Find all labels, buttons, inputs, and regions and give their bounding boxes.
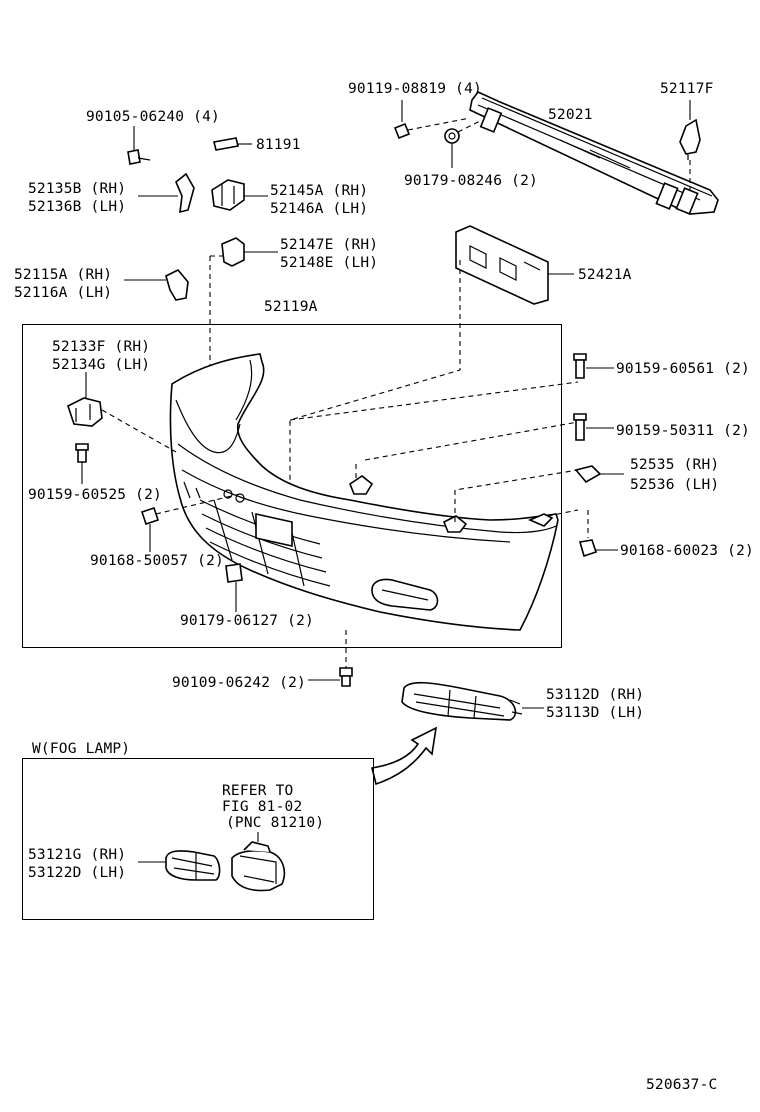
nut-90179-08246	[444, 119, 483, 168]
label-53113D: 53113D (LH)	[546, 705, 645, 721]
label-52135B: 52135B (RH)	[28, 181, 127, 197]
label-52421A: 52421A	[578, 267, 632, 283]
clip-52115A	[124, 269, 189, 301]
label-90105-06240: 90105-06240 (4)	[86, 109, 220, 125]
screw-90105-06240	[127, 126, 151, 165]
label-52136B: 52136B (LH)	[28, 199, 127, 215]
diagram-code: 520637-C	[646, 1077, 718, 1093]
bolt-90159-60525	[75, 443, 89, 484]
label-52536: 52536 (LH)	[630, 477, 720, 493]
label-53122D: 53122D (LH)	[28, 865, 127, 881]
label-52116A: 52116A (LH)	[14, 285, 113, 301]
label-52117F: 52117F	[660, 81, 714, 97]
label-90119-08819: 90119-08819 (4)	[348, 81, 482, 97]
label-52115A: 52115A (RH)	[14, 267, 113, 283]
bolt-90159-50311	[573, 413, 614, 441]
label-90168-60023: 90168-60023 (2)	[620, 543, 754, 559]
clip-81191	[213, 137, 252, 151]
label-90159-60561: 90159-60561 (2)	[616, 361, 750, 377]
fog-lamp-cover-53112D	[401, 681, 544, 721]
label-90159-60525: 90159-60525 (2)	[28, 487, 162, 503]
bracket-52135B	[138, 172, 195, 214]
label-90168-50057: 90168-50057 (2)	[90, 553, 224, 569]
clip-52535	[574, 465, 624, 484]
nut-90179-06127	[225, 563, 243, 612]
label-52145A: 52145A (RH)	[270, 183, 369, 199]
fog-lamp-bezel-53121G	[138, 850, 221, 881]
fog-lamp-option-frame	[22, 758, 374, 920]
bracket-52133F	[67, 372, 103, 427]
label-90179-06127: 90179-06127 (2)	[180, 613, 314, 629]
label-52133F: 52133F (RH)	[52, 339, 151, 355]
bracket-52147E	[209, 237, 278, 380]
bolt-90168-60023	[578, 510, 618, 558]
reinforcement-bar-52021	[469, 91, 719, 215]
bumper-assembly-frame	[22, 324, 562, 648]
fog-lamp-81210	[231, 832, 286, 892]
bolt-90109-06242	[308, 667, 353, 687]
bolt-90168-50057	[140, 506, 160, 552]
bracket-52145A	[211, 179, 268, 211]
bracket-52117F	[679, 100, 701, 190]
label-52146A: 52146A (LH)	[270, 201, 369, 217]
label-52134G: 52134G (LH)	[52, 357, 151, 373]
label-fig-81-02: FIG 81-02	[222, 799, 303, 815]
bumper-cover-52119A	[169, 353, 559, 631]
arrow-indicator	[371, 726, 438, 786]
label-pnc-81210: (PNC 81210)	[226, 815, 325, 831]
label-53121G: 53121G (RH)	[28, 847, 127, 863]
label-90159-50311: 90159-50311 (2)	[616, 423, 750, 439]
label-52147E: 52147E (RH)	[280, 237, 379, 253]
retainer-52421A	[289, 225, 574, 480]
bolt-90159-60561	[573, 353, 614, 379]
label-52021: 52021	[548, 107, 593, 123]
label-52119A: 52119A	[264, 299, 318, 315]
label-52535: 52535 (RH)	[630, 457, 720, 473]
label-81191: 81191	[256, 137, 301, 153]
label-w-fog-lamp: W(FOG LAMP)	[32, 741, 131, 757]
label-52148E: 52148E (LH)	[280, 255, 379, 271]
label-90179-08246: 90179-08246 (2)	[404, 173, 538, 189]
label-90109-06242: 90109-06242 (2)	[172, 675, 306, 691]
label-refer-to: REFER TO	[222, 783, 294, 799]
bolt-90119-08819	[393, 100, 471, 140]
label-53112D: 53112D (RH)	[546, 687, 645, 703]
